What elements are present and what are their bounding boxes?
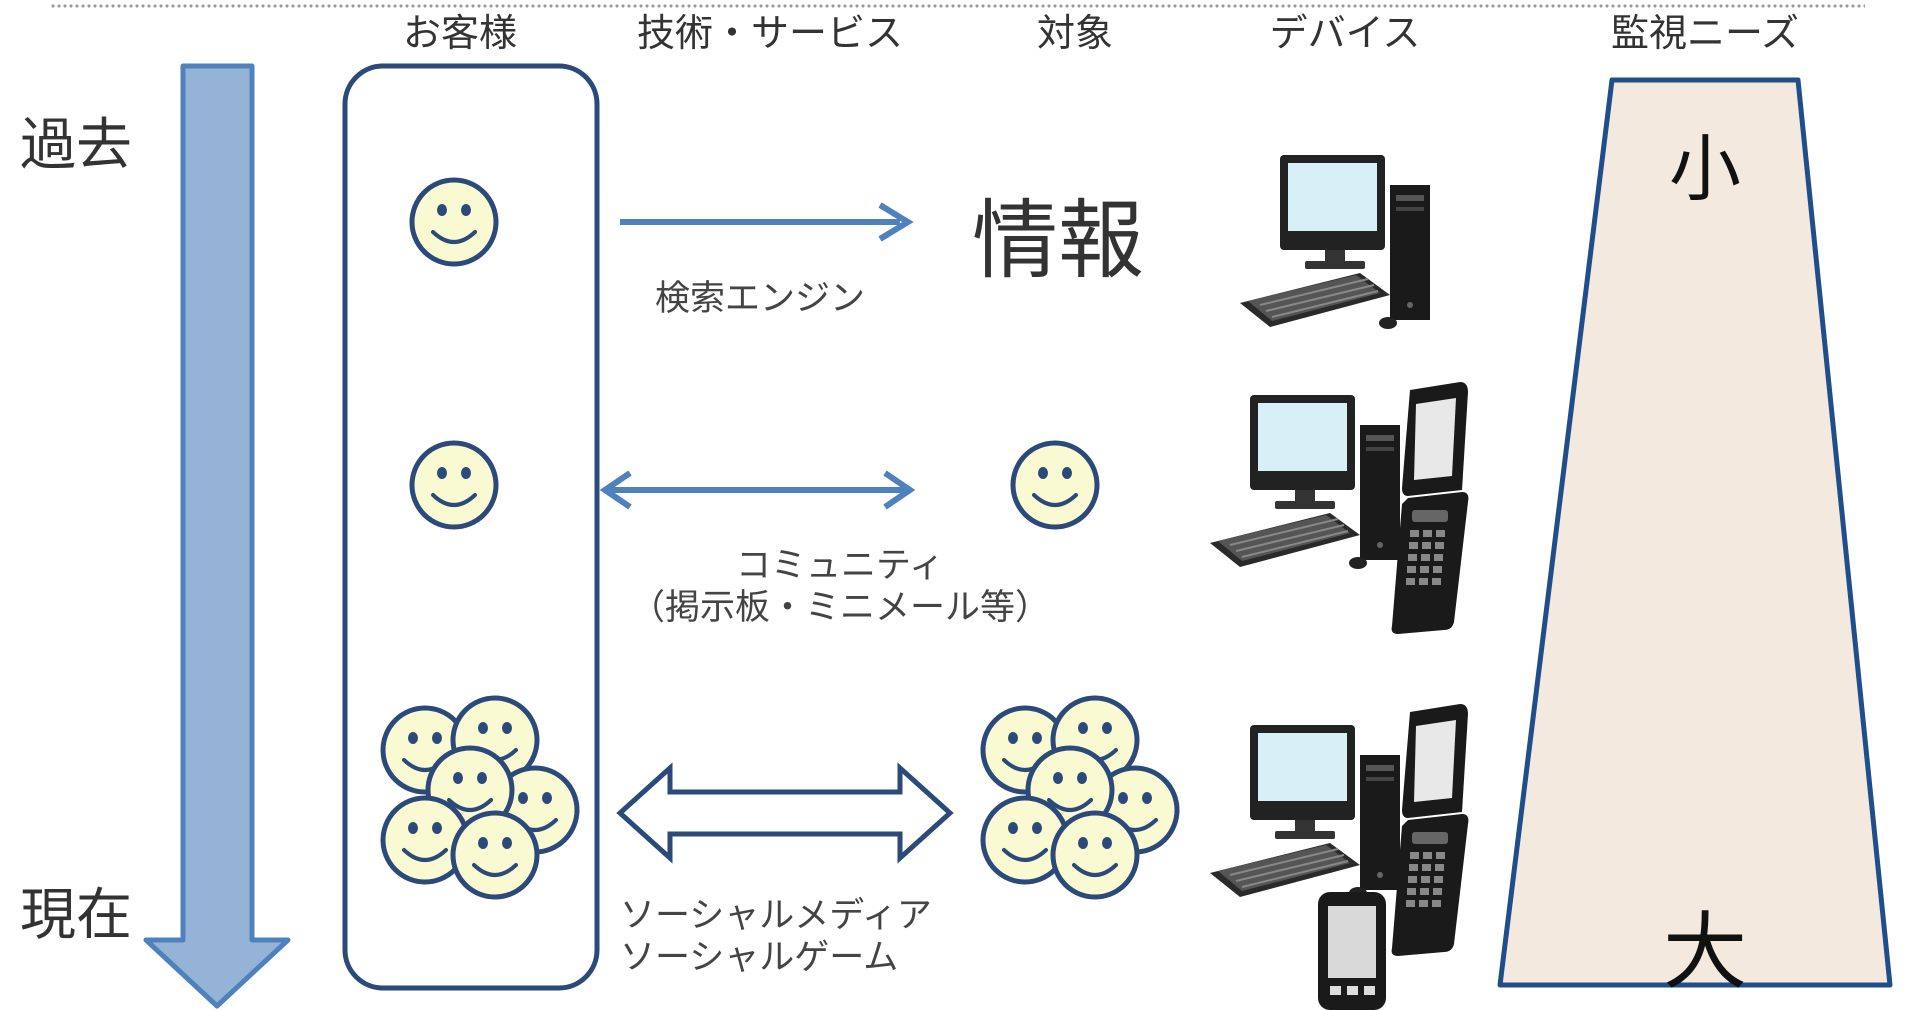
desktop-pc-icon: [1239, 154, 1431, 330]
service-community-line2: （掲示板・ミニメール等）: [629, 588, 1050, 628]
header-monitoring-needs: 監視ニーズ: [1610, 11, 1800, 55]
needs-small-label: 小: [1668, 127, 1741, 211]
hollow-double-arrow-icon: [616, 762, 954, 864]
needs-large-label: 大: [1662, 903, 1747, 1001]
service-search-engine-label: 検索エンジン: [655, 279, 866, 319]
flip-phone-icon: [1391, 704, 1469, 956]
customer-face-icon: [412, 443, 496, 527]
one-way-arrow-icon: [620, 202, 914, 242]
customer-crowd-icon: [383, 698, 577, 897]
header-target: 対象: [1036, 11, 1113, 55]
time-arrow: [143, 63, 291, 1009]
desktop-pc-icon: [1209, 394, 1401, 570]
service-social-label: ソーシャルメディア ソーシャルゲーム: [620, 895, 932, 979]
header-customer: お客様: [402, 11, 517, 55]
top-dotted-rule: [50, 2, 1865, 10]
monitoring-needs-trapezoid: [1497, 77, 1893, 988]
header-tech-service: 技術・サービス: [636, 11, 903, 55]
smartphone-icon: [1318, 892, 1386, 1010]
timeline-present-label: 現在: [20, 883, 132, 948]
customer-face-icon: [412, 180, 496, 264]
service-social-line2: ソーシャルゲーム: [620, 938, 899, 978]
target-crowd-icon: [983, 698, 1177, 897]
timeline-past-label: 過去: [20, 113, 132, 178]
target-face-icon: [1013, 443, 1097, 527]
flip-phone-icon: [1391, 382, 1469, 634]
service-community-label: コミュニティ （掲示板・ミニメール等）: [620, 545, 1060, 629]
service-community-line1: コミュニティ: [736, 546, 944, 586]
two-way-arrow-icon: [599, 470, 916, 510]
target-information-label: 情報: [972, 191, 1144, 291]
header-device: デバイス: [1269, 11, 1421, 55]
service-social-line1: ソーシャルメディア: [620, 896, 932, 936]
desktop-pc-icon: [1209, 724, 1401, 900]
customer-column-box: [342, 63, 600, 991]
